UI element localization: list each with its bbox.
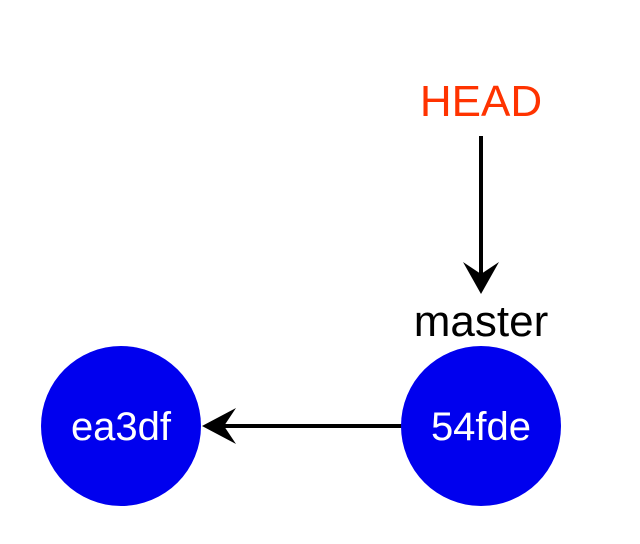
head-pointer-arrowhead <box>463 262 499 294</box>
commit-circle <box>41 346 201 506</box>
parent-pointer-arrowhead <box>202 408 236 444</box>
commit-node-54fde[interactable]: 54fde <box>401 346 561 506</box>
commit-id-label: ea3df <box>71 405 172 449</box>
commit-circle <box>401 346 561 506</box>
head-label: HEAD <box>420 77 542 126</box>
commit-id-label: 54fde <box>431 405 531 449</box>
branch-label-master: master <box>414 297 548 346</box>
commit-node-ea3df[interactable]: ea3df <box>41 346 201 506</box>
